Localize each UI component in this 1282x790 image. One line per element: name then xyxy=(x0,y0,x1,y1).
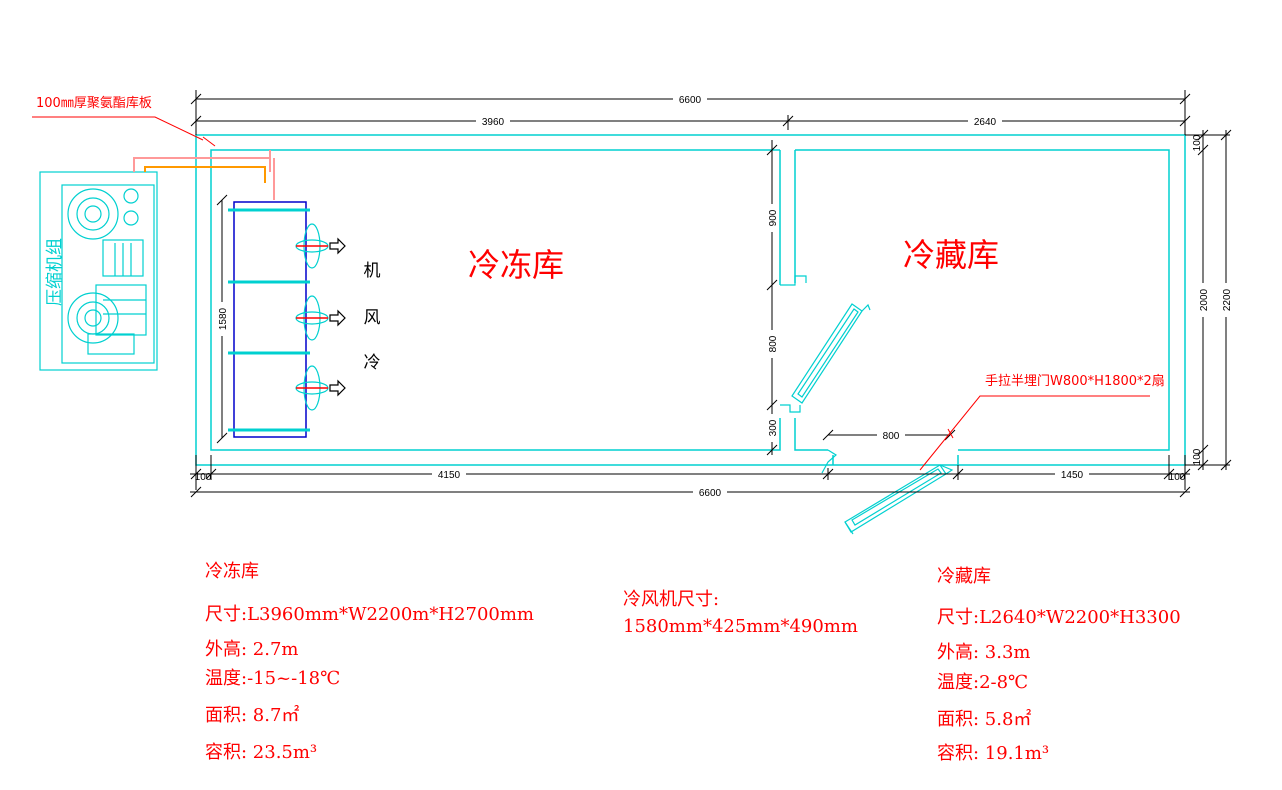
dim-evaporator-length: 1580 xyxy=(218,307,229,330)
fan-label-char: 冷 xyxy=(364,353,381,373)
fan-label-char: 风 xyxy=(364,308,381,328)
cold-spec-area: 面积: 5.8㎡ xyxy=(937,709,1032,730)
dim-top-left: 3960 xyxy=(482,117,505,128)
insulation-panel-label: 100㎜厚聚氨酯库板 xyxy=(36,95,152,111)
freezer-spec-temperature: 温度:-15~-18℃ xyxy=(205,668,341,689)
cold-spec-size: 尺寸:L2640*W2200*H3300 xyxy=(937,607,1181,628)
cold-room-label: 冷藏库 xyxy=(903,236,999,274)
dim-inner-width: 2000 xyxy=(1199,288,1210,311)
dim-bottom-right: 1450 xyxy=(1061,470,1084,481)
freezer-spec-area: 面积: 8.7㎡ xyxy=(205,705,300,726)
dim-partition-top: 900 xyxy=(768,209,779,226)
fan-spec-size: 1580mm*425mm*490mm xyxy=(623,616,858,637)
door-note-label: 手拉半埋门W800*H1800*2扇 xyxy=(985,373,1165,389)
dim-partition-door: 800 xyxy=(768,335,779,352)
dim-bottom-right-edge: 100 xyxy=(1169,472,1186,483)
cold-spec-height: 外高: 3.3m xyxy=(937,642,1031,663)
fan-icon xyxy=(296,245,328,389)
fan-label-char: 机 xyxy=(364,261,381,281)
cold-spec-temperature: 温度:2-8℃ xyxy=(937,672,1029,693)
evaporator xyxy=(221,200,310,438)
fan-icon xyxy=(295,223,329,411)
compressor-unit xyxy=(39,171,158,371)
dim-bottom-left: 4150 xyxy=(438,470,461,481)
freezer-spec-size: 尺寸:L3960mm*W2200m*H2700mm xyxy=(205,604,534,625)
fan-spec-title: 冷风机尺寸: xyxy=(623,589,720,610)
freezer-room-label: 冷冻库 xyxy=(468,246,564,284)
leader-lines xyxy=(32,116,1150,471)
compressor-unit-label: 压缩机组 xyxy=(45,238,65,306)
cold-spec-volume: 容积: 19.1m³ xyxy=(937,743,1050,764)
airflow-arrow-icon xyxy=(329,237,346,397)
dimension-lines xyxy=(190,90,1232,498)
freezer-inner-wall xyxy=(210,149,828,451)
cold-spec-title: 冷藏库 xyxy=(937,566,991,587)
refrigerant-pipes xyxy=(133,150,275,200)
dim-right-top-edge: 100 xyxy=(1192,134,1203,151)
dim-partition-bottom: 300 xyxy=(768,419,779,436)
freezer-spec-height: 外高: 2.7m xyxy=(205,639,299,660)
dim-bottom-total: 6600 xyxy=(699,488,722,499)
dim-top-total: 6600 xyxy=(679,95,702,106)
dim-door-width: 800 xyxy=(883,431,900,442)
cold-room-inner-wall xyxy=(795,149,1170,465)
dim-bottom-edge: 100 xyxy=(195,472,212,483)
outer-wall xyxy=(195,134,1186,466)
dim-outer-width: 2200 xyxy=(1222,288,1233,311)
dim-right-bottom-edge: 100 xyxy=(1192,448,1203,465)
partition-door-leaf xyxy=(791,303,871,404)
dim-top-right: 2640 xyxy=(974,117,997,128)
freezer-spec-volume: 容积: 23.5m³ xyxy=(205,742,318,763)
freezer-spec-title: 冷冻库 xyxy=(205,561,259,582)
dimension-labels: 6600 3960 2640 100 4150 1450 100 6600 80… xyxy=(195,92,1233,499)
partition-door-frame xyxy=(780,275,807,413)
